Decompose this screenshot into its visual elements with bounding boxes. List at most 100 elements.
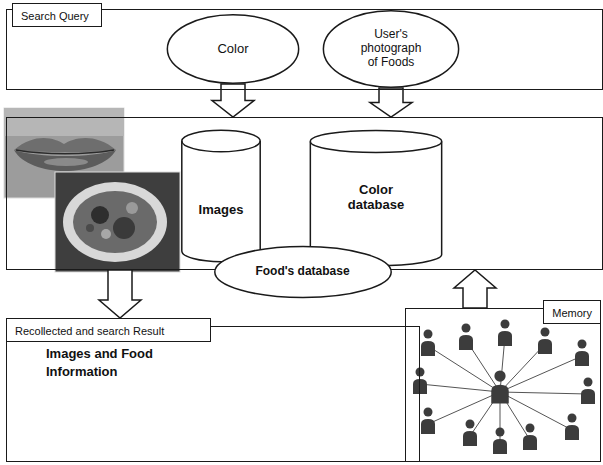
block-arrow [99, 270, 141, 318]
person-icon [421, 330, 435, 357]
tab-heading: Recollected and search Result [15, 325, 164, 337]
person-body [421, 341, 435, 356]
person-icon [523, 424, 537, 451]
food-piece [101, 229, 111, 239]
panel-node: Search QueryColor User's photograph of Fo… [6, 3, 603, 90]
person-icon [459, 324, 473, 351]
network-line [500, 392, 588, 394]
person-body [581, 389, 595, 404]
tab-heading: Search Query [21, 10, 89, 22]
person-icon [491, 370, 509, 403]
memory-people [413, 320, 595, 455]
person-body [491, 385, 509, 404]
person-icon [565, 414, 579, 441]
ellipse-label: Color [217, 42, 248, 57]
block-arrow [454, 270, 496, 308]
heading-tab: Recollected and search Result [6, 318, 211, 342]
person-icon [538, 328, 552, 355]
network-line [428, 346, 500, 392]
person-head [424, 408, 433, 417]
database-ellipse: Food's database [213, 246, 393, 298]
person-head [578, 340, 587, 349]
database-label: Food's database [255, 265, 349, 279]
person-head [494, 370, 505, 381]
food-piece [126, 202, 138, 214]
person-head [466, 420, 475, 429]
person-icon [581, 378, 595, 405]
person-body [463, 431, 477, 446]
tab-heading: Memory [552, 307, 592, 319]
person-head [584, 378, 593, 387]
network-line [500, 356, 582, 392]
person-head [496, 428, 505, 437]
panel-frame [405, 308, 601, 462]
bowl-food [73, 191, 157, 253]
person-body [493, 439, 507, 454]
ellipse-label: User's photograph of Foods [355, 28, 427, 69]
memory-network [420, 336, 588, 444]
panel-node: Recollected and search ResultImages and … [6, 318, 420, 462]
upper-lip [14, 138, 116, 152]
person-body [421, 419, 435, 434]
person-body [565, 425, 579, 440]
body-block: Images and Food Information [46, 344, 171, 380]
lip-highlight [44, 158, 88, 166]
text-holder: Color database [309, 129, 443, 267]
cylinder-outline [181, 129, 261, 263]
photo-ground [55, 172, 180, 272]
cylinder-label: Color database [341, 183, 411, 213]
person-icon [575, 340, 589, 367]
ellipse-shape [167, 15, 298, 84]
cylinder-rim [182, 141, 260, 152]
heading-tab: Search Query [12, 3, 102, 27]
block-arrow [370, 88, 412, 117]
person-icon [463, 420, 477, 447]
ellipse-shape [214, 246, 390, 297]
person-icon [493, 428, 507, 455]
person-head [541, 328, 550, 337]
person-icon [498, 320, 512, 347]
ellipse-node: Color [166, 14, 300, 84]
food-piece [91, 206, 109, 224]
person-icon [421, 408, 435, 435]
network-line [500, 392, 572, 430]
person-head [462, 324, 471, 333]
person-head [568, 414, 577, 423]
cylinder-body [310, 130, 441, 265]
cylinder-rim [310, 141, 441, 152]
cylinder-node: Color database [309, 129, 443, 267]
panel-node: Memory [405, 300, 601, 462]
block-arrow [212, 84, 254, 117]
person-body [413, 379, 427, 394]
cylinder-body [182, 130, 260, 261]
person-body [498, 331, 512, 346]
ellipse-shape [323, 11, 458, 87]
person-body [523, 435, 537, 450]
lower-lip [14, 150, 116, 171]
food-photo [55, 172, 180, 272]
person-icon [413, 368, 427, 395]
person-body [459, 335, 473, 350]
heading-tab: Memory [543, 300, 601, 324]
body-text: Images and Food Information [46, 346, 153, 379]
person-body [538, 339, 552, 354]
mouth-line [16, 150, 114, 154]
bowl-rim [63, 182, 167, 262]
person-head [501, 320, 510, 329]
dbpanel-node: Food's databaseImagesColor database [6, 117, 603, 270]
photo-skin [4, 108, 124, 136]
text-holder: Images [181, 129, 261, 263]
food-piece [113, 217, 135, 239]
food-piece [86, 224, 94, 232]
text-holder: Color [166, 14, 300, 84]
cylinder-node: Images [181, 129, 261, 263]
person-head [416, 368, 425, 377]
text-holder: Food's database [213, 246, 393, 298]
person-body [575, 351, 589, 366]
ellipse-node: User's photograph of Foods [322, 10, 460, 88]
person-head [526, 424, 535, 433]
